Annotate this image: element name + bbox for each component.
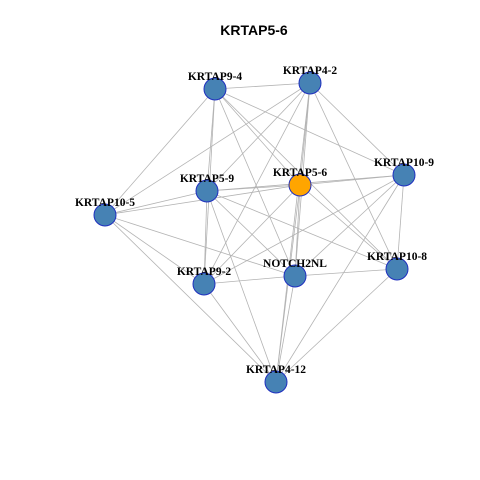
edge-krtap10-9-krtap9-2 [203,174,405,285]
node-krtap5-6[interactable] [288,173,312,197]
node-krtap5-9[interactable] [195,179,219,203]
node-krtap4-2[interactable] [298,71,322,95]
node-layer [93,71,416,394]
edge-krtap10-5-krtap9-2 [104,214,205,285]
edge-krtap9-4-krtap10-9 [214,88,405,176]
diagram-title: KRTAP5-6 [220,22,288,38]
node-label-krtap10-5: KRTAP10-5 [75,197,135,209]
edge-krtap5-6-krtap5-9 [206,184,301,192]
edge-krtap10-8-krtap4-12 [275,268,398,383]
edge-krtap5-9-notch2nl [206,190,296,277]
edge-krtap5-6-notch2nl [294,184,301,277]
edge-layer [104,82,405,383]
edge-krtap10-9-notch2nl [294,174,405,277]
node-krtap9-2[interactable] [192,272,216,296]
edge-krtap4-2-krtap9-2 [203,82,311,285]
edge-krtap9-4-krtap4-2 [214,82,311,90]
edge-krtap4-2-krtap10-5 [104,82,311,216]
node-krtap10-9[interactable] [392,163,416,187]
node-label-krtap4-2: KRTAP4-2 [283,65,338,77]
node-label-krtap4-12: KRTAP4-12 [246,364,306,376]
node-label-krtap10-8: KRTAP10-8 [367,251,427,263]
edge-krtap9-2-notch2nl [203,275,296,285]
edge-krtap10-9-krtap10-8 [396,174,405,270]
node-krtap9-4[interactable] [203,77,227,101]
edge-krtap4-2-krtap10-9 [309,82,405,176]
edge-krtap10-5-notch2nl [104,214,296,277]
edge-krtap10-5-krtap4-12 [104,214,277,383]
node-krtap4-12[interactable] [264,370,288,394]
node-label-krtap5-9: KRTAP5-9 [180,173,235,185]
node-krtap10-8[interactable] [385,257,409,281]
edge-krtap5-9-krtap10-5 [104,190,208,216]
edge-krtap10-9-krtap4-12 [275,174,405,383]
edge-notch2nl-krtap4-12 [275,275,296,383]
node-krtap10-5[interactable] [93,203,117,227]
node-label-notch2nl: NOTCH2NL [263,258,327,270]
edge-krtap5-9-krtap9-2 [203,190,208,285]
edge-krtap9-2-krtap4-12 [203,283,277,383]
edge-krtap4-2-krtap10-8 [309,82,398,270]
edge-krtap9-4-notch2nl [214,88,296,277]
edge-krtap5-6-krtap10-8 [299,184,398,270]
label-layer: KRTAP9-4 KRTAP4-2KRTAP10-9KRTAP5-6KRTAP5-… [75,65,434,376]
edge-krtap5-9-krtap10-8 [206,190,398,270]
node-label-krtap10-9: KRTAP10-9 [374,157,434,169]
edge-krtap4-2-krtap4-12 [275,82,311,383]
node-notch2nl[interactable] [283,264,307,288]
edge-krtap5-9-krtap4-12 [206,190,277,383]
node-label-krtap5-6: KRTAP5-6 [273,167,328,179]
node-label-krtap9-2: KRTAP9-2 [177,266,232,278]
edge-krtap9-4-krtap10-5 [104,88,216,216]
node-label-krtap9-4: KRTAP9-4 [188,71,243,83]
edge-krtap4-2-krtap5-9 [206,82,311,192]
edge-krtap9-4-krtap5-6 [214,88,301,186]
edge-notch2nl-krtap10-8 [294,268,398,277]
